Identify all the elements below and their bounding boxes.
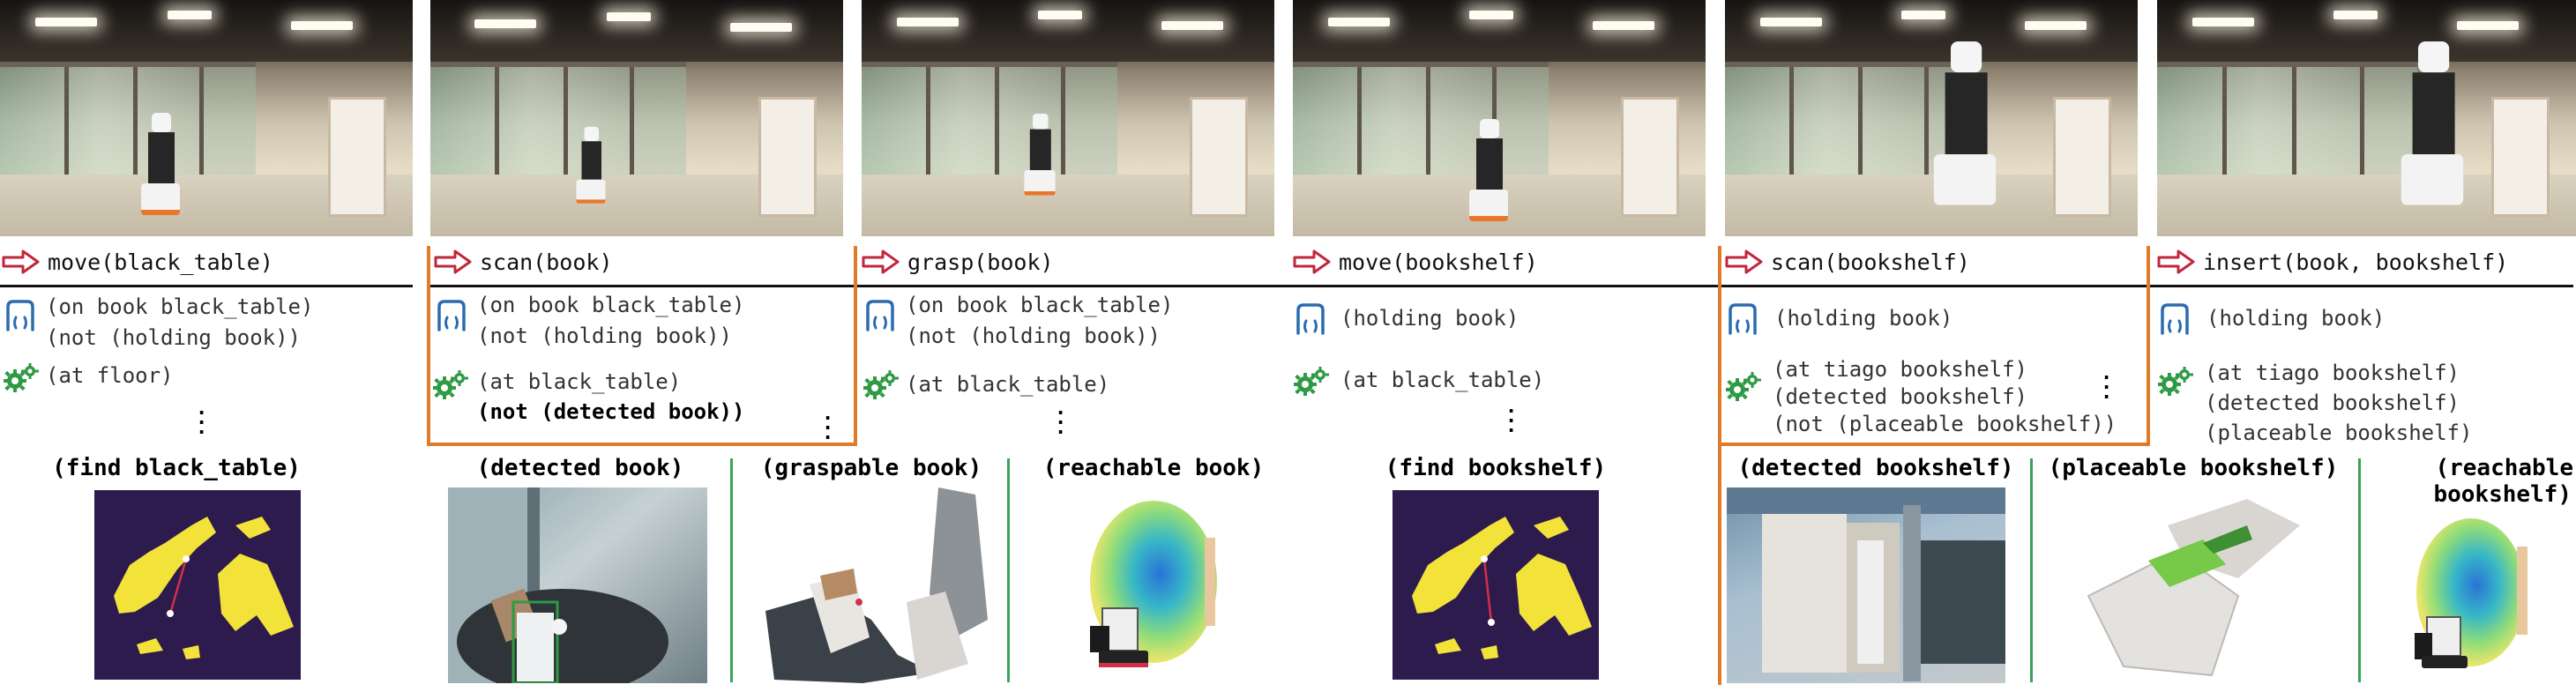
effect: (placeable bookshelf) bbox=[2205, 420, 2473, 445]
ellipsis: ··· bbox=[1505, 401, 1518, 443]
predicate-label: (detected bookshelf) bbox=[1737, 455, 2014, 481]
predicate-label: (reachable book) bbox=[1042, 455, 1265, 481]
effect-gears-icon bbox=[3, 361, 41, 397]
placeable-pointcloud bbox=[2071, 490, 2309, 681]
divider bbox=[1721, 285, 2147, 287]
scene-photo-2 bbox=[430, 0, 843, 236]
effect: (at black_table) bbox=[906, 372, 1110, 397]
predicate-label: (detected book) bbox=[476, 455, 684, 481]
precondition: (holding book) bbox=[2206, 306, 2386, 331]
highlight-border bbox=[854, 246, 857, 446]
precondition: (not (holding book)) bbox=[46, 325, 301, 350]
effect: (at black_table) bbox=[477, 369, 682, 394]
precondition: (holding book) bbox=[1774, 306, 1953, 331]
predicate-label: (find bookshelf) bbox=[1385, 455, 1607, 481]
action-label: insert(book, bookshelf) bbox=[2203, 249, 2509, 275]
highlight-border bbox=[1718, 246, 1721, 685]
action-step-4: move(bookshelf) bbox=[1293, 246, 1538, 278]
highlight-border bbox=[1718, 443, 2150, 446]
separator bbox=[2358, 458, 2361, 682]
precondition-bracket-icon bbox=[434, 298, 469, 337]
precondition: (holding book) bbox=[1340, 306, 1519, 331]
precondition: (not (holding book)) bbox=[906, 324, 1161, 348]
separator bbox=[2030, 458, 2033, 682]
effect: (at tiago bookshelf) bbox=[1773, 357, 2027, 382]
action-arrow-icon bbox=[434, 249, 473, 275]
effect-gears-icon bbox=[1293, 365, 1332, 400]
effect: (at floor) bbox=[46, 363, 174, 388]
divider bbox=[2150, 285, 2573, 287]
effect: (detected bookshelf) bbox=[2205, 391, 2460, 415]
highlight-border bbox=[2147, 246, 2150, 446]
separator bbox=[1007, 458, 1010, 682]
detection-camera-view bbox=[448, 487, 707, 683]
action-step-1: move(black_table) bbox=[2, 246, 273, 278]
reachability-map bbox=[2399, 511, 2531, 682]
effect-gears-icon bbox=[2157, 365, 2196, 400]
shelf-camera-view bbox=[1727, 487, 2005, 683]
effect: (detected bookshelf) bbox=[1773, 384, 2027, 409]
action-label: move(bookshelf) bbox=[1339, 249, 1538, 275]
predicate-label: (graspable book) bbox=[760, 455, 982, 481]
graspable-pointcloud bbox=[757, 487, 993, 683]
effect-highlighted: (not (detected book)) bbox=[477, 399, 745, 424]
effect: (at tiago bookshelf) bbox=[2205, 361, 2460, 385]
precondition: (not (holding book)) bbox=[477, 324, 732, 348]
precondition: (on book black_table) bbox=[906, 293, 1174, 317]
precondition-bracket-icon bbox=[862, 298, 898, 337]
action-arrow-icon bbox=[862, 249, 900, 275]
precondition-bracket-icon bbox=[3, 298, 38, 337]
action-step-5: scan(bookshelf) bbox=[1725, 246, 1970, 278]
action-label: scan(book) bbox=[480, 249, 613, 275]
action-label: move(black_table) bbox=[48, 249, 273, 275]
divider bbox=[430, 285, 854, 287]
predicate-label: bookshelf) bbox=[2433, 481, 2572, 508]
action-step-2: scan(book) bbox=[434, 246, 613, 278]
action-arrow-icon bbox=[1725, 249, 1764, 275]
action-step-3: grasp(book) bbox=[862, 246, 1054, 278]
divider bbox=[857, 285, 1289, 287]
action-step-6: insert(book, bookshelf) bbox=[2157, 246, 2508, 278]
effect-gears-icon bbox=[1725, 370, 1764, 406]
precondition: (on book black_table) bbox=[46, 294, 314, 319]
action-label: grasp(book) bbox=[907, 249, 1054, 275]
precondition-bracket-icon bbox=[2157, 301, 2192, 340]
ellipsis: ··· bbox=[822, 408, 834, 450]
effect: (at black_table) bbox=[1340, 368, 1545, 392]
precondition-bracket-icon bbox=[1725, 301, 1760, 340]
scene-photo-5 bbox=[1725, 0, 2138, 236]
predicate-label: (placeable bookshelf) bbox=[2048, 455, 2339, 481]
ellipsis: ··· bbox=[196, 403, 208, 444]
reachability-map bbox=[1072, 494, 1222, 679]
effect-gears-icon bbox=[432, 368, 471, 404]
effect: (not (placeable bookshelf)) bbox=[1773, 412, 2117, 436]
ellipsis: ··· bbox=[1055, 403, 1067, 444]
occupancy-map bbox=[94, 490, 301, 680]
highlight-border bbox=[427, 443, 854, 446]
predicate-label: (reachable bbox=[2435, 455, 2573, 481]
scene-photo-4 bbox=[1293, 0, 1706, 236]
separator bbox=[730, 458, 733, 682]
divider bbox=[0, 285, 413, 287]
highlight-border bbox=[427, 246, 430, 445]
precondition: (on book black_table) bbox=[477, 293, 745, 317]
scene-photo-3 bbox=[862, 0, 1274, 236]
effect-gears-icon bbox=[862, 368, 901, 404]
divider bbox=[1289, 285, 1721, 287]
predicate-label: (find black_table) bbox=[52, 455, 301, 481]
precondition-bracket-icon bbox=[1293, 301, 1328, 340]
occupancy-map bbox=[1393, 490, 1599, 680]
scene-photo-6 bbox=[2157, 0, 2576, 236]
action-arrow-icon bbox=[2157, 249, 2196, 275]
action-arrow-icon bbox=[1293, 249, 1332, 275]
ellipsis: ··· bbox=[2101, 368, 2113, 409]
action-label: scan(bookshelf) bbox=[1771, 249, 1970, 275]
scene-photo-1 bbox=[0, 0, 413, 236]
action-arrow-icon bbox=[2, 249, 41, 275]
